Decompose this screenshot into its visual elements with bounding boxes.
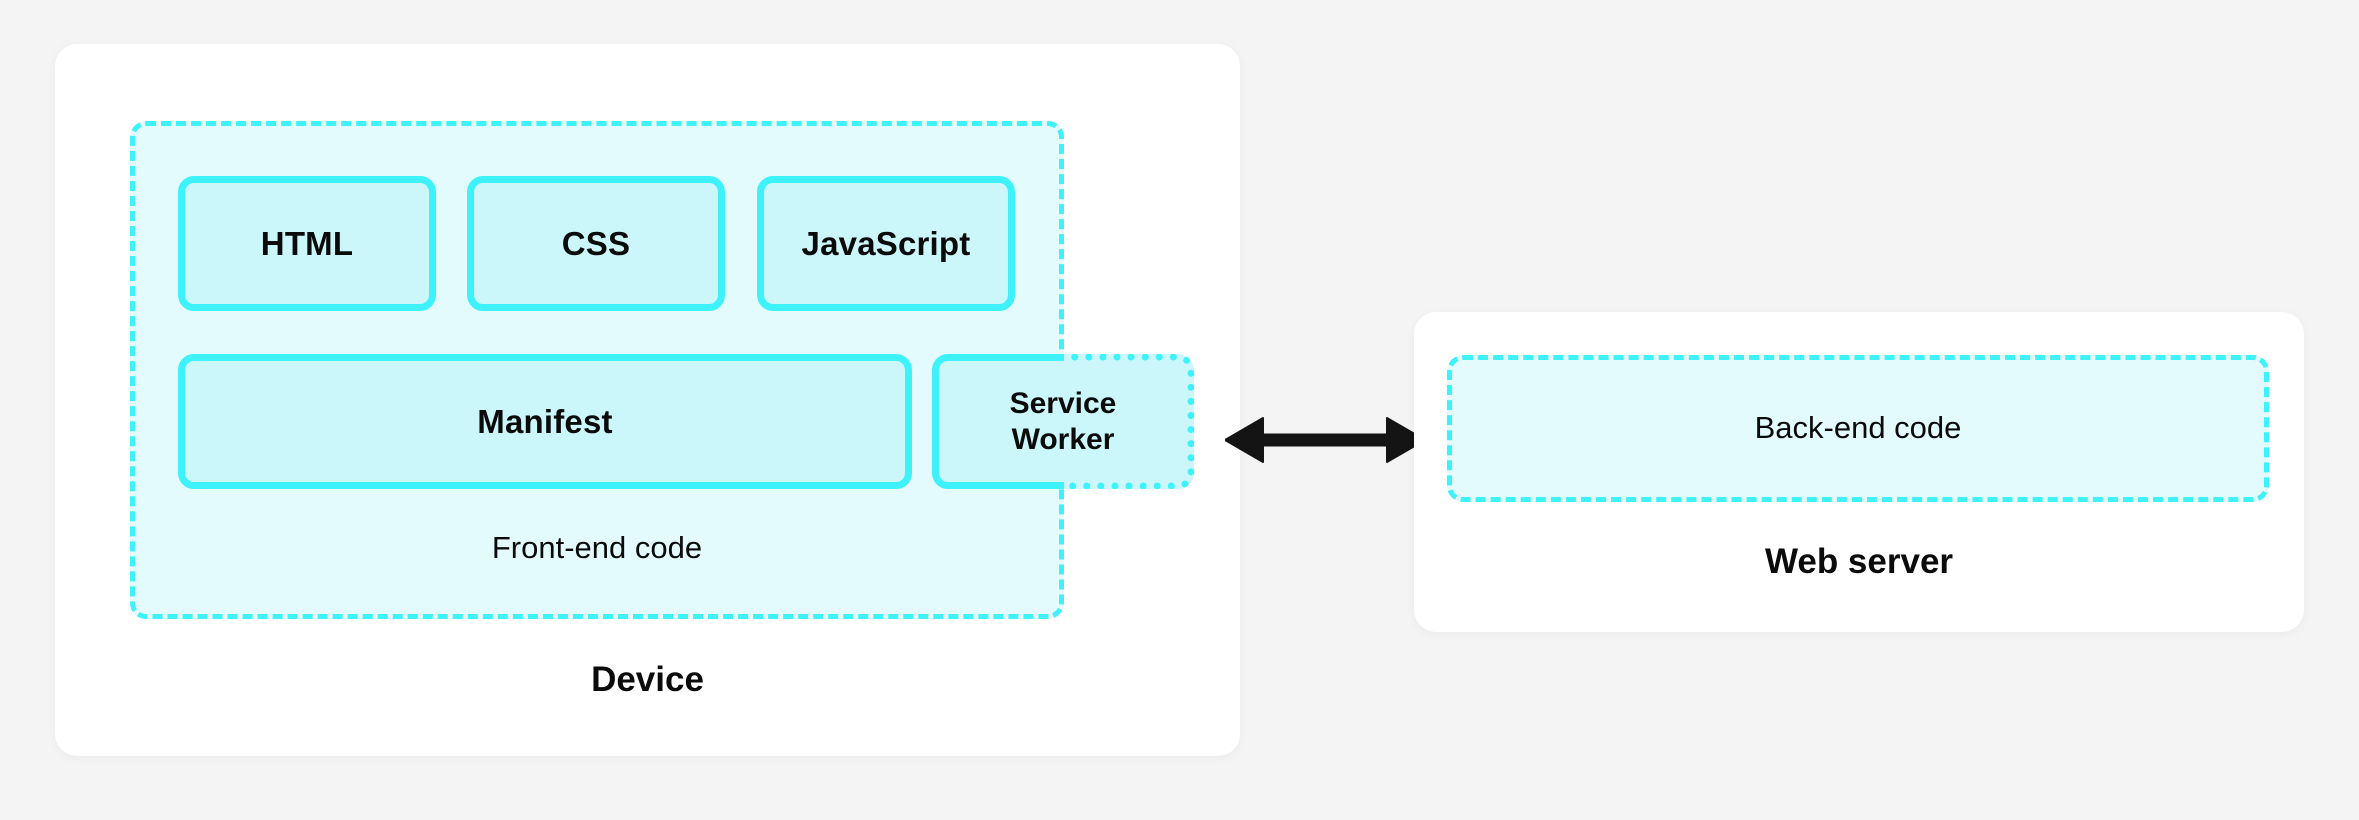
tech-box-javascript-label: JavaScript (801, 224, 971, 262)
back-end-code-caption: Back-end code (1754, 410, 1962, 445)
back-end-code-group (1447, 355, 2269, 502)
tech-box-html[interactable]: HTML (178, 176, 436, 311)
tech-box-html-label: HTML (260, 224, 354, 262)
tech-box-javascript[interactable]: JavaScript (757, 176, 1015, 311)
tech-box-manifest[interactable]: Manifest (178, 354, 912, 489)
bidirectional-arrow-icon (1225, 417, 1425, 463)
tech-box-manifest-label: Manifest (477, 402, 613, 440)
device-card-title: Device (591, 660, 704, 699)
service-worker-label-line2: Worker (1011, 422, 1115, 456)
tech-box-service-worker-label: Service Worker (1010, 386, 1117, 458)
service-worker-label-line1: Service (1009, 386, 1117, 420)
front-end-code-caption: Front-end code (491, 530, 703, 565)
tech-box-service-worker[interactable]: Service Worker (932, 354, 1194, 489)
web-server-card-title: Web server (1764, 542, 1954, 581)
tech-box-css-label: CSS (561, 224, 631, 262)
tech-box-css[interactable]: CSS (467, 176, 725, 311)
